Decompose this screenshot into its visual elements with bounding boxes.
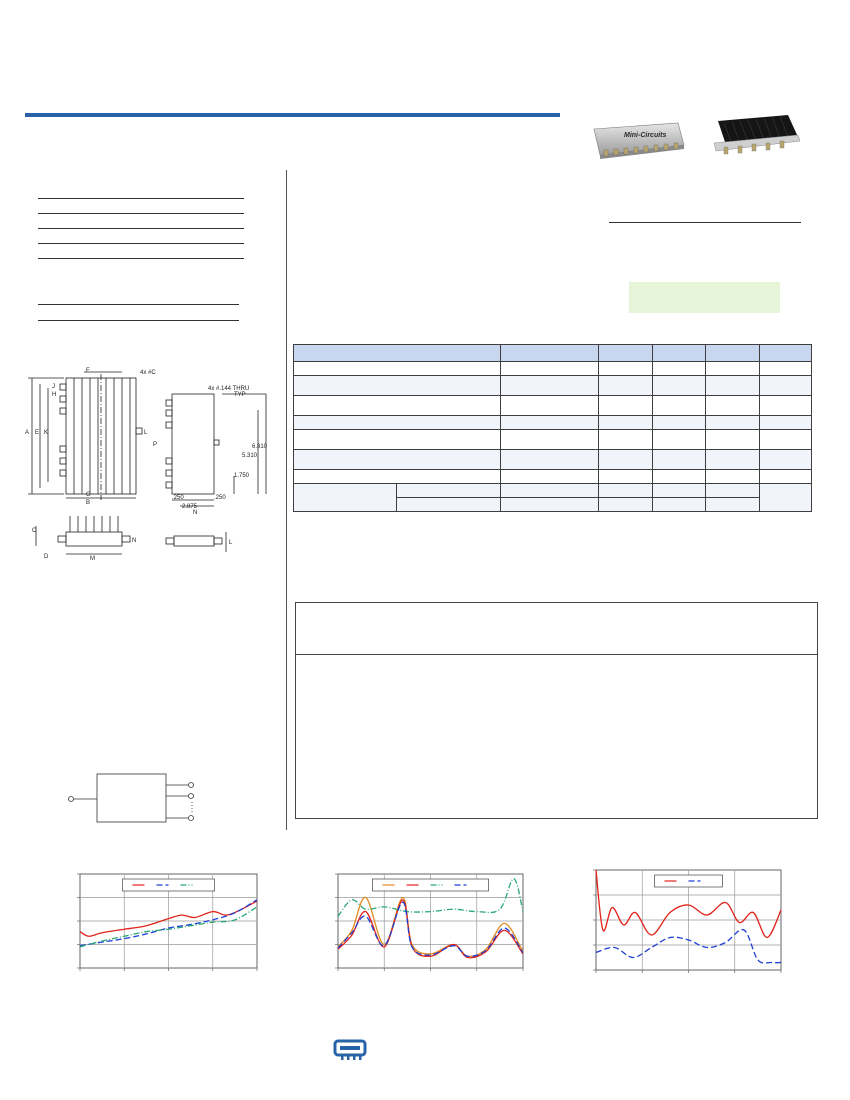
outline-drawing: F 4x #C A E K H J L G B 4x #.144 THRU TY… [25,368,268,562]
series-line-2 [337,878,524,917]
table-row [293,429,812,450]
bottom-label: M [90,556,95,562]
table-row [293,395,812,416]
left-rule-4 [38,243,244,244]
series-line-0 [79,900,258,937]
chart-1-plot [77,873,258,971]
dim-vertical: 6.810 [252,444,268,450]
side-label: K [44,430,48,436]
series-line-2 [79,906,258,948]
table-row [293,469,812,484]
header-cell [499,344,600,362]
schematic-diagram [68,773,194,823]
side-label: J [52,384,55,390]
outline-box [295,602,818,819]
side-label: H [52,392,56,398]
right-rule [609,222,801,223]
header-cell [598,344,654,362]
header-cell [652,344,707,362]
spec-table-header [293,344,812,362]
dim-horizontal: .250 [214,495,226,501]
title-bar [25,113,560,117]
table-row [293,415,812,430]
top-label: 4x #C [140,370,156,376]
header-cell [705,344,761,362]
outline-box-divider [296,654,817,655]
bottom-label: L [229,540,233,546]
table-row [293,375,812,396]
series-line-3 [337,901,524,958]
table-row [293,449,812,470]
header-cell [759,344,812,362]
series-line-0 [595,869,782,939]
right-label: P [153,442,157,448]
bottom-label: N [132,538,136,544]
left-rule-7 [38,320,239,321]
header-cell [293,344,501,362]
note-box [629,282,780,313]
column-divider [286,170,287,830]
side-label: E [35,430,39,436]
right-label: N [193,510,197,516]
hole-callout: 4x #.144 THRU [208,386,249,392]
left-rule-3 [38,228,244,229]
left-rule-1 [38,198,244,199]
spec-table [293,344,812,512]
left-rule-2 [38,213,244,214]
bottom-label: D [44,554,49,560]
series-line-0 [337,896,524,958]
side-label: A [25,430,29,436]
series-line-1 [595,928,782,964]
table-row [293,483,812,512]
table-row [294,497,812,512]
chart-3 [588,866,784,976]
chart-2-plot [335,873,524,971]
dim-horizontal: 2.875 [182,504,198,510]
chart-3-plot [593,869,782,973]
side-label: B [86,500,90,506]
product-photo-black [713,115,800,155]
chip-icon [333,1039,367,1060]
dim-vertical: 1.750 [234,473,250,479]
side-label: L [144,430,148,436]
table-row [293,361,812,376]
dim-vertical: 5.310 [242,453,258,459]
left-rule-5 [38,258,244,259]
product-photo-silver: Mini-Circuits [593,122,685,159]
chart-2 [330,870,526,974]
top-label: F [86,368,90,374]
series-line-1 [337,899,524,959]
left-rule-6 [38,304,239,305]
series-line-1 [79,899,258,947]
brand-label: Mini-Circuits [624,132,666,139]
side-label: G [86,492,91,498]
hole-callout-sub: TYP [234,392,246,398]
dim-horizontal: .250 [172,495,184,501]
bottom-label: C [32,528,37,534]
chart-1 [72,870,260,974]
